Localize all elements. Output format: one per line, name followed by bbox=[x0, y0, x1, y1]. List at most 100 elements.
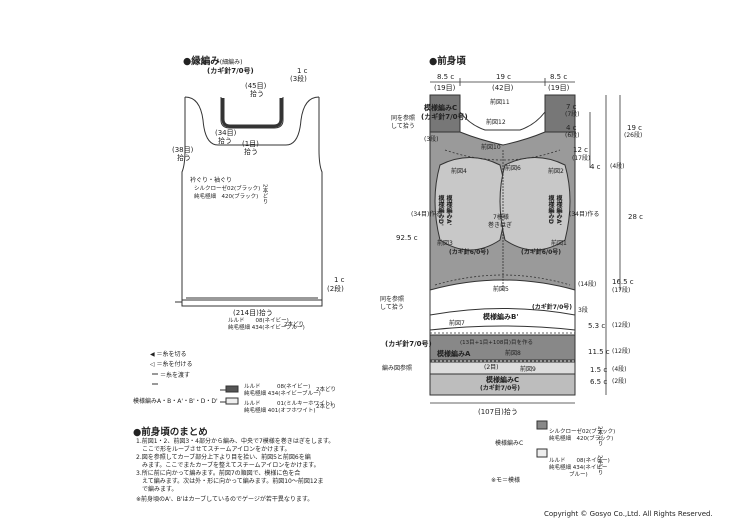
mid-text: (13目+1目+108目)目を作る bbox=[460, 340, 534, 346]
label-45: (45目) bbox=[245, 82, 267, 90]
hook7b: (カギ針7/0号) bbox=[532, 304, 573, 311]
c-yarn-5: ブルー) bbox=[569, 472, 588, 478]
r7c: 7 c bbox=[566, 103, 577, 111]
legend-symbols bbox=[152, 373, 158, 385]
copyright: Copyright © Gosyo Co.,Ltd. All Rights Re… bbox=[544, 510, 713, 518]
w2: 19 c bbox=[496, 73, 511, 81]
legend-2: ◁ ＝糸を付ける bbox=[150, 361, 193, 368]
front1: 前図1 bbox=[551, 240, 567, 247]
front12: 前図12 bbox=[486, 119, 506, 126]
patB: 模様編みB' bbox=[483, 313, 519, 321]
stitch34-r: (34目)作る bbox=[569, 211, 600, 218]
summary-heading: ●前身頃のまとめ bbox=[133, 427, 208, 438]
summary-0: 1.前図1・2、前図3・4部分から編み、中央で7模様を巻きはぎをします。 bbox=[136, 438, 335, 445]
hook6-r: (カギ針6/0号) bbox=[521, 249, 562, 256]
patD-right: 模様編みD bbox=[547, 195, 554, 224]
w3r: (19目) bbox=[548, 84, 570, 92]
hem-two: 2本どり bbox=[284, 322, 304, 328]
r4c: 4 c bbox=[566, 124, 577, 132]
p-row-1: ルルド 08(ネイビー) bbox=[244, 384, 311, 390]
r115: 11.5 c bbox=[588, 348, 610, 356]
c-yarn-1: シルクローゼ02(ブラック) bbox=[549, 429, 616, 435]
summary-6: で編みます。 bbox=[136, 486, 178, 493]
r12c: 12 c bbox=[573, 146, 588, 154]
hem-1c: 1 c bbox=[334, 276, 345, 284]
w3: 8.5 c bbox=[550, 73, 568, 81]
bottom: (107目)拾う bbox=[478, 408, 518, 416]
r19c: 19 c bbox=[627, 124, 642, 132]
p-two-1: 2本どり bbox=[316, 387, 336, 393]
c-two-2: 2本どり bbox=[596, 455, 603, 475]
knit-ref: 編み図参照 bbox=[382, 365, 413, 372]
hem-rows: (2段) bbox=[327, 285, 344, 293]
r16r: (17段) bbox=[612, 287, 631, 294]
summary-2: 2.図を参照してカーブ部分上下より目を拾い、前図5と前図6を編 bbox=[136, 454, 311, 461]
r12r: (17段) bbox=[572, 155, 591, 162]
c-yarn-3: ルルド 08(ネイビー) bbox=[549, 458, 610, 464]
label-38-pick: 拾う bbox=[177, 154, 191, 162]
summary-7: ※前身頃のA'、B'はカーブしているのでゲージが若干異なります。 bbox=[136, 496, 314, 503]
front4: 前図4 bbox=[451, 168, 467, 175]
pick-2: して拾う bbox=[391, 123, 415, 130]
patA-right: 模様編みA' bbox=[555, 195, 562, 226]
r14: (14段) bbox=[578, 281, 597, 288]
front-body bbox=[429, 94, 576, 396]
legend-3: ＝糸を渡す bbox=[160, 372, 191, 379]
front2: 前図2 bbox=[548, 168, 564, 175]
w1r: (19目) bbox=[434, 84, 456, 92]
two-row: (2目) bbox=[484, 364, 499, 371]
front5: 前図5 bbox=[493, 286, 509, 293]
front7: 前図7 bbox=[449, 320, 465, 327]
patD-left: 模様編みD' bbox=[437, 195, 444, 226]
left-leaders bbox=[175, 297, 323, 307]
hook6-l: (カギ針6/0号) bbox=[449, 249, 490, 256]
pattern-label: 模様編みA・B・A'・B'・D・D' bbox=[133, 398, 218, 405]
neck-band bbox=[221, 98, 283, 128]
r7r: (7段) bbox=[565, 111, 580, 118]
r4r: (6段) bbox=[565, 132, 580, 139]
label-45-pick: 拾う bbox=[250, 90, 264, 98]
label-34: (34目) bbox=[215, 129, 237, 137]
p-row-4: 純毛極細 401(オフホワイト) bbox=[244, 408, 316, 414]
p-row-3: ルルド 01(ミルキーホワイト) bbox=[244, 401, 333, 407]
left-heading: ●縁編み(細編み) bbox=[183, 56, 243, 67]
yarn-1: シルクローゼ02(ブラック) bbox=[194, 186, 261, 192]
same-pick: 同を参照 bbox=[391, 115, 416, 122]
two-strands: 2本どり bbox=[261, 184, 268, 204]
three2: 3段 bbox=[578, 307, 588, 314]
r28: 28 c bbox=[628, 213, 643, 221]
label-1c: 1 c bbox=[297, 67, 308, 75]
hook7-top: (カギ針7/0号) bbox=[421, 113, 468, 121]
patA-left: 模様編みA' bbox=[445, 195, 452, 226]
front6: 前図6 bbox=[505, 165, 521, 172]
hook7c: (カギ針7/0号) bbox=[385, 340, 432, 348]
note: ※モ＝模様 bbox=[491, 477, 521, 484]
w2r: (42目) bbox=[492, 84, 514, 92]
r53r: (12段) bbox=[612, 322, 631, 329]
same2b: して拾う bbox=[380, 304, 404, 311]
label-1c-rows: (3段) bbox=[290, 75, 307, 83]
front9: 前図9 bbox=[520, 366, 536, 373]
patternC-top: 模様編みC bbox=[424, 104, 458, 112]
hem-214: (214目)拾う bbox=[233, 309, 273, 317]
w1: 8.5 c bbox=[437, 73, 455, 81]
c-yarn-2: 純毛極細 420(ブラック) bbox=[549, 436, 614, 442]
front10: 前図10 bbox=[481, 144, 501, 151]
r15: 1.5 c bbox=[590, 366, 608, 374]
r65: 6.5 c bbox=[590, 378, 608, 386]
summary-5: えて編みます。次は外・形に向かって編みます。前図10〜前図12ま bbox=[136, 478, 324, 485]
legend-1: ◀ ＝糸を切る bbox=[150, 351, 187, 358]
dimension-lines bbox=[430, 78, 621, 404]
label-1st: (1目) bbox=[242, 140, 259, 148]
r19r: (26段) bbox=[624, 132, 643, 139]
three-rows: (3段) bbox=[424, 136, 439, 143]
r115r: (12段) bbox=[612, 348, 631, 355]
r53: 5.3 c bbox=[588, 322, 606, 330]
r4b: 4 c bbox=[590, 163, 601, 171]
stitch34-l: (34目)作る bbox=[411, 211, 442, 218]
patC-label: 模様編みC bbox=[495, 440, 524, 447]
r15r: (4段) bbox=[612, 366, 627, 373]
yarn-2: 純毛極細 420(ブラック) bbox=[194, 194, 259, 200]
patA3: 模様編みA bbox=[437, 350, 471, 358]
